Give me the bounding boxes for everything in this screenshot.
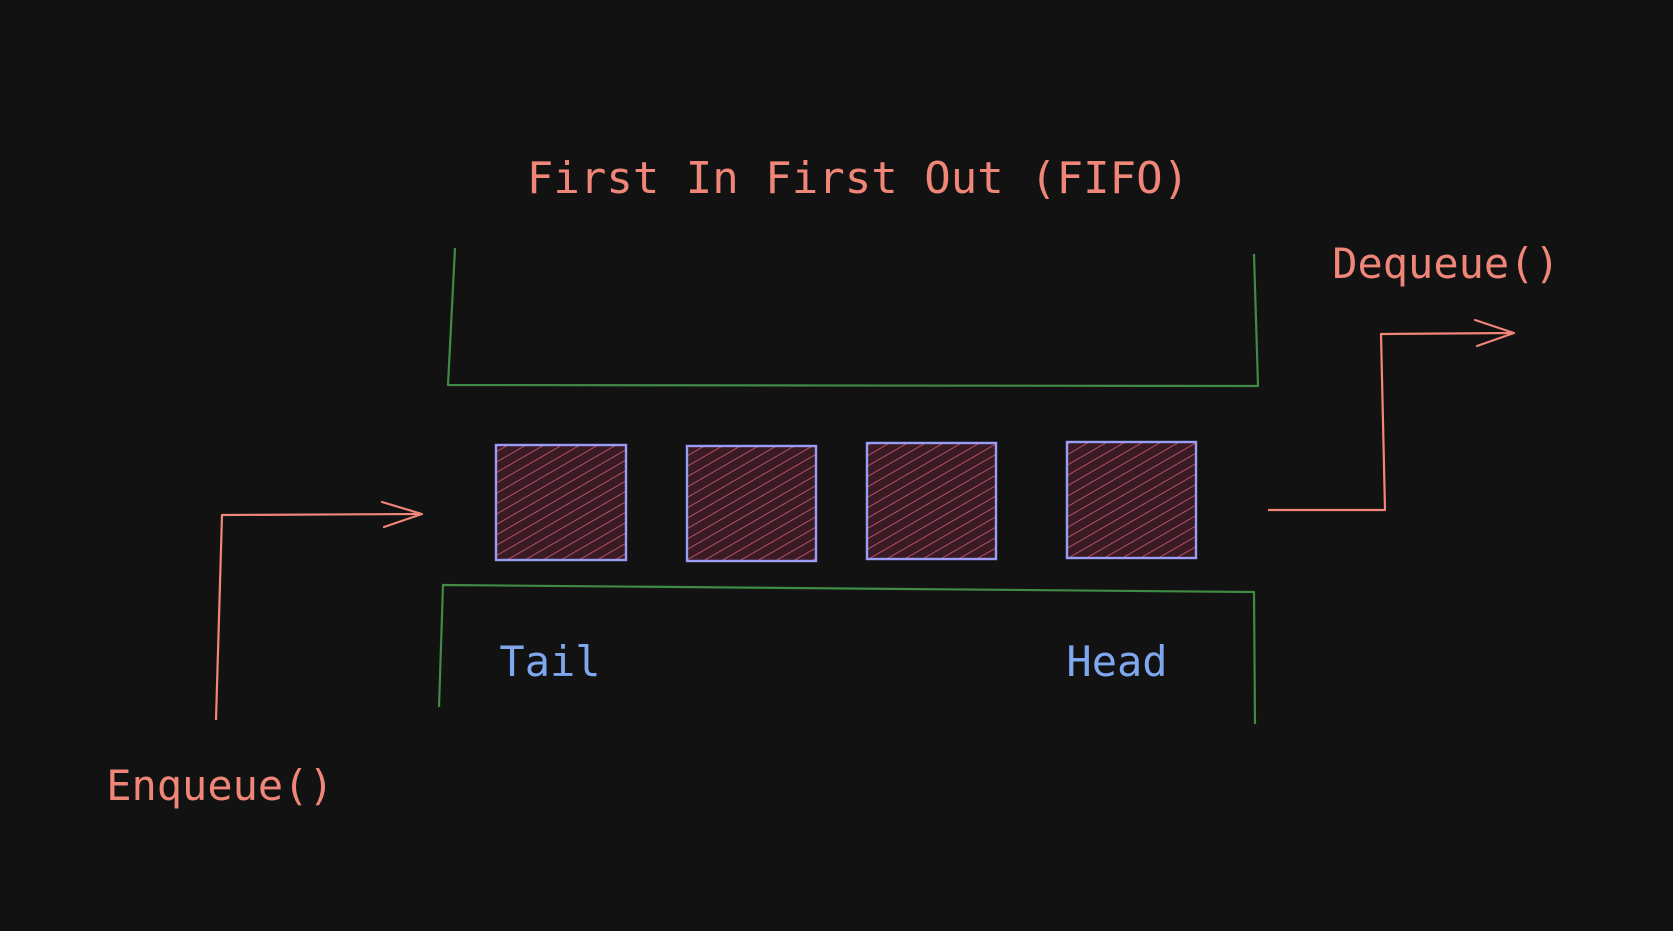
dequeue-arrow: [1268, 318, 1516, 512]
head-label: Head: [1066, 637, 1167, 686]
enqueue-label: Enqueue(): [106, 761, 334, 810]
queue-element: [1065, 440, 1198, 560]
tail-label: Tail: [499, 637, 600, 686]
queue-element: [685, 444, 818, 563]
diagram-title: First In First Out (FIFO): [527, 153, 1189, 204]
enqueue-arrow: [214, 500, 424, 721]
queue-element: [494, 443, 628, 562]
top-bracket: [446, 247, 1260, 388]
dequeue-label: Dequeue(): [1332, 239, 1560, 288]
queue-element: [865, 441, 998, 561]
bottom-bracket: [437, 583, 1257, 725]
